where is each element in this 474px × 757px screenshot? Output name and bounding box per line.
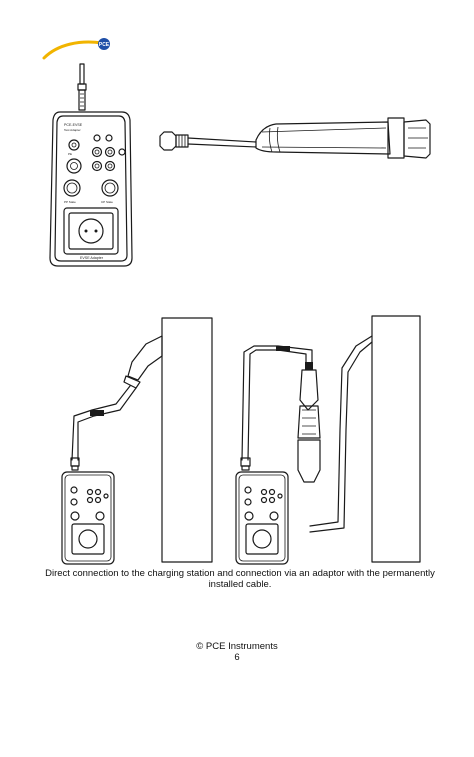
direct-connection-illustration xyxy=(61,317,213,565)
caption-line-1: Direct connection to the charging statio… xyxy=(45,568,435,579)
svg-text:PCE: PCE xyxy=(99,42,110,48)
page-footer: © PCE Instruments 6 xyxy=(0,641,474,663)
device-name-label: EVSE Adapter xyxy=(80,256,104,260)
evse-adapter-device-illustration: PCE-EVSE Test Adapter PE PP State CP Sta… xyxy=(49,63,133,267)
logo-swoosh xyxy=(42,40,104,60)
copyright-text: © PCE Instruments xyxy=(196,641,278,652)
pe-label: PE xyxy=(68,152,72,156)
logo-badge xyxy=(98,38,110,50)
pp-state-label: PP State xyxy=(64,200,76,204)
device-header-line-2: Test Adapter xyxy=(64,128,81,132)
figure-caption: Direct connection to the charging statio… xyxy=(40,568,440,590)
caption-line-2: installed cable. xyxy=(208,579,272,590)
adaptor-connection-illustration xyxy=(235,315,421,565)
pce-logo: PCE xyxy=(42,38,110,60)
cp-state-label: CP State xyxy=(101,200,113,204)
device-header-line-1: PCE-EVSE xyxy=(64,123,83,127)
page-number: 6 xyxy=(234,652,240,663)
type2-cable-illustration xyxy=(159,117,431,159)
